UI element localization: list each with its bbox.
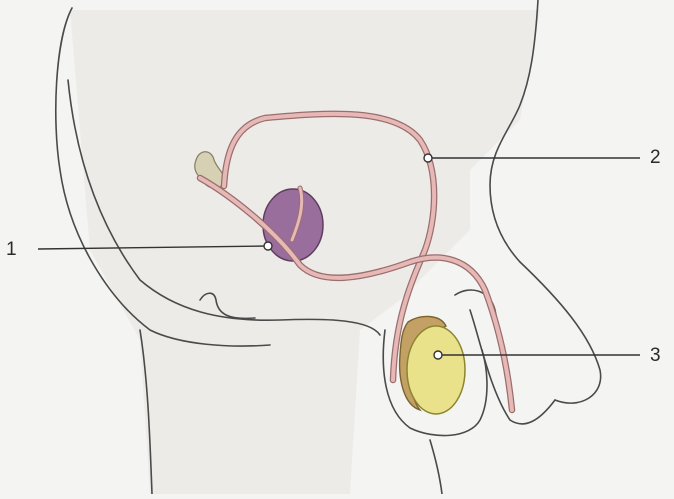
label-2: 2 xyxy=(650,148,661,167)
label-3: 3 xyxy=(650,346,661,365)
prostate xyxy=(263,189,323,261)
testis xyxy=(407,326,465,414)
leader-point-2 xyxy=(424,154,432,162)
penis-outline-top xyxy=(520,262,601,403)
label-1: 1 xyxy=(6,240,17,259)
leader-point-3 xyxy=(434,351,442,359)
leader-point-1 xyxy=(264,242,272,250)
leg-outline xyxy=(430,440,442,494)
